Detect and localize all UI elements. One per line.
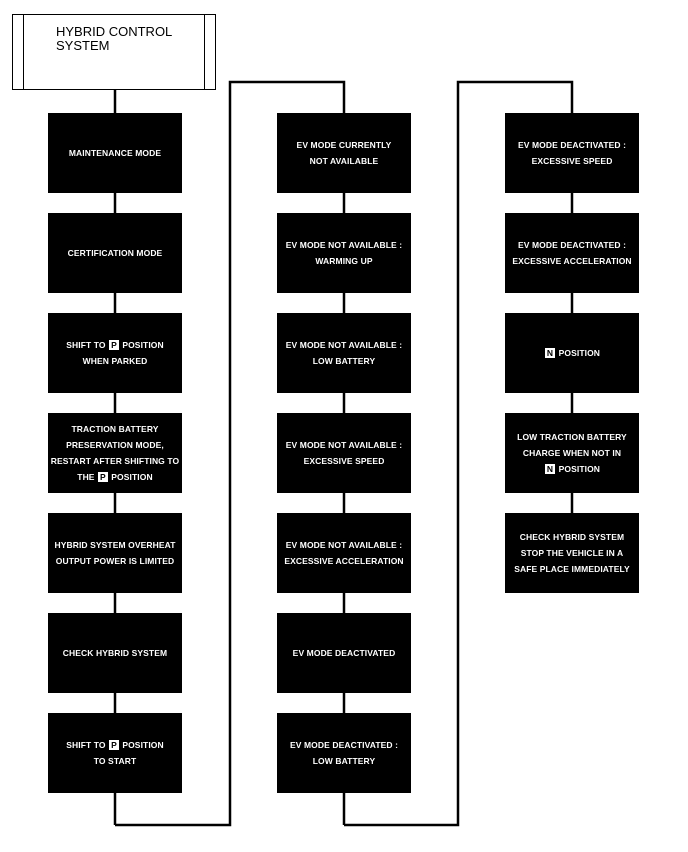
flow-node-text: TO START — [93, 756, 137, 766]
flow-node-text: EV MODE DEACTIVATED : — [289, 740, 399, 750]
flow-node-text: EV MODE NOT AVAILABLE : — [285, 440, 403, 450]
title-box-left-rail — [23, 15, 24, 89]
flow-node: MAINTENANCE MODE — [48, 113, 182, 193]
gear-position-n-icon: N — [544, 464, 556, 474]
flow-node-text: EV MODE DEACTIVATED : — [517, 140, 627, 150]
flow-node-text: TRACTION BATTERY — [71, 424, 159, 434]
flow-node: EV MODE CURRENTLY NOT AVAILABLE — [277, 113, 411, 193]
flow-node: EV MODE NOT AVAILABLE : LOW BATTERY — [277, 313, 411, 393]
flow-node-text: CHARGE WHEN NOT IN — [522, 448, 622, 458]
flow-node-text: N POSITION — [544, 348, 601, 358]
flow-node-text: RESTART AFTER SHIFTING TO — [50, 456, 180, 466]
gear-position-p-icon: P — [109, 340, 119, 350]
flow-node: SHIFT TO P POSITION WHEN PARKED — [48, 313, 182, 393]
flow-node-text: LOW TRACTION BATTERY — [517, 432, 627, 442]
title-box-right-rail — [204, 15, 205, 89]
flow-node-text: MAINTENANCE MODE — [68, 148, 162, 158]
flow-node: EV MODE NOT AVAILABLE : EXCESSIVE SPEED — [277, 413, 411, 493]
flow-node-text: EXCESSIVE ACCELERATION — [512, 256, 632, 266]
flow-node-text: SHIFT TO P POSITION — [66, 340, 164, 350]
gear-position-p-icon: P — [98, 472, 108, 482]
flow-node: SHIFT TO P POSITION TO START — [48, 713, 182, 793]
connector-col1-col2 — [115, 80, 346, 827]
flow-node-text: EV MODE DEACTIVATED : — [517, 240, 627, 250]
diagram-title: HYBRID CONTROL SYSTEM — [56, 24, 173, 53]
flow-node-text: OUTPUT POWER IS LIMITED — [55, 556, 175, 566]
flow-node: CERTIFICATION MODE — [48, 213, 182, 293]
connector-col2-col3 — [344, 80, 574, 827]
flow-node-text: EV MODE CURRENTLY — [296, 140, 392, 150]
flow-node: EV MODE DEACTIVATED : EXCESSIVE ACCELERAT… — [505, 213, 639, 293]
flow-node: EV MODE DEACTIVATED : EXCESSIVE SPEED — [505, 113, 639, 193]
flow-node-text: CERTIFICATION MODE — [67, 248, 163, 258]
flow-node-text: WARMING UP — [315, 256, 373, 266]
flow-node: N POSITION — [505, 313, 639, 393]
flow-node: EV MODE DEACTIVATED : LOW BATTERY — [277, 713, 411, 793]
flow-node-text: EV MODE DEACTIVATED — [292, 648, 396, 658]
flow-node-text: EXCESSIVE ACCELERATION — [284, 556, 404, 566]
flow-node-text: NOT AVAILABLE — [309, 156, 379, 166]
flow-node-text: EV MODE NOT AVAILABLE : — [285, 340, 403, 350]
flow-node-text: LOW BATTERY — [312, 756, 376, 766]
flow-node-text: LOW BATTERY — [312, 356, 376, 366]
flow-node: CHECK HYBRID SYSTEM — [48, 613, 182, 693]
flow-node-text: EV MODE NOT AVAILABLE : — [285, 240, 403, 250]
gear-position-n-icon: N — [544, 348, 556, 358]
flow-node-text: SAFE PLACE IMMEDIATELY — [514, 564, 630, 574]
flow-node: HYBRID SYSTEM OVERHEAT OUTPUT POWER IS LI… — [48, 513, 182, 593]
flow-node-text: WHEN PARKED — [82, 356, 148, 366]
flow-node-text: CHECK HYBRID SYSTEM — [519, 532, 625, 542]
flow-node: EV MODE NOT AVAILABLE : EXCESSIVE ACCELER… — [277, 513, 411, 593]
flow-node: TRACTION BATTERY PRESERVATION MODE, RESTAR… — [48, 413, 182, 493]
flow-node: CHECK HYBRID SYSTEM STOP THE VEHICLE IN A… — [505, 513, 639, 593]
flow-node: EV MODE NOT AVAILABLE : WARMING UP — [277, 213, 411, 293]
flow-node: EV MODE DEACTIVATED — [277, 613, 411, 693]
flow-node-text: CHECK HYBRID SYSTEM — [62, 648, 168, 658]
flow-node-text: EXCESSIVE SPEED — [303, 456, 385, 466]
flow-node-text: PRESERVATION MODE, — [66, 440, 164, 450]
title-box: HYBRID CONTROL SYSTEM — [12, 14, 216, 90]
flow-node-text: EXCESSIVE SPEED — [531, 156, 613, 166]
flow-node-text: HYBRID SYSTEM OVERHEAT — [54, 540, 176, 550]
flow-node-text: EV MODE NOT AVAILABLE : — [285, 540, 403, 550]
flow-node-text: STOP THE VEHICLE IN A — [520, 548, 624, 558]
flow-node-text: SHIFT TO P POSITION — [66, 740, 164, 750]
gear-position-p-icon: P — [109, 740, 119, 750]
flow-node: LOW TRACTION BATTERY CHARGE WHEN NOT IN N … — [505, 413, 639, 493]
flow-node-text: N POSITION — [544, 464, 601, 474]
flow-node-text: THE P POSITION — [77, 472, 153, 482]
